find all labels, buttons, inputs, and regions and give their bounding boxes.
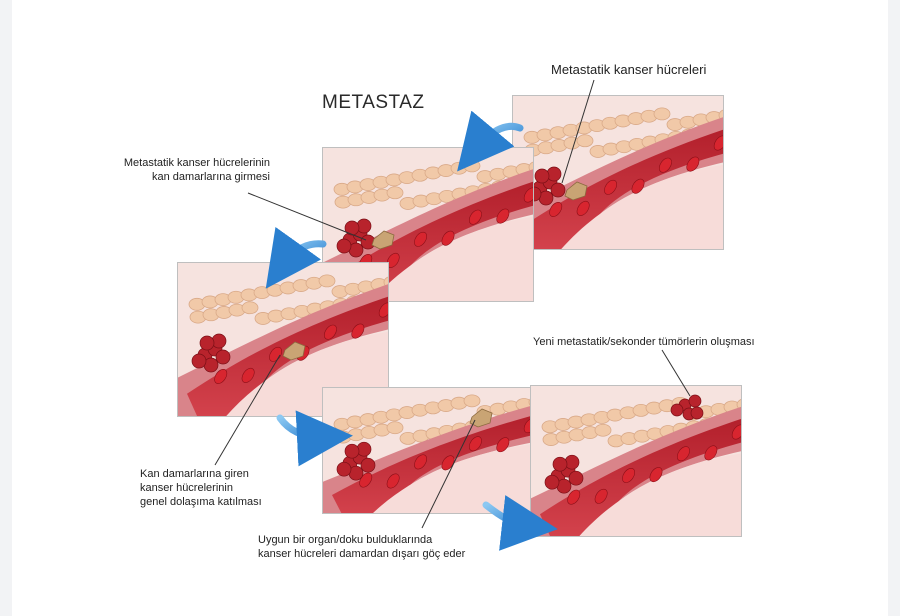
panel-5-new-tumor — [520, 385, 767, 547]
label-vessel-entry: Metastatik kanser hücrelerinin kan damar… — [120, 156, 270, 184]
diagram-title: METASTAZ — [322, 92, 425, 114]
arrow-3 — [280, 418, 325, 437]
label-circulation: Kan damarlarına giren kanser hücrelerini… — [140, 467, 262, 509]
label-extravasation: Uygun bir organ/doku bulduklarında kanse… — [258, 533, 465, 561]
panel-4-extravasation — [312, 387, 559, 524]
label-metastatic-cells: Metastatik kanser hücreleri — [551, 63, 706, 77]
panel-1-primary-tumor — [502, 95, 749, 260]
label-new-tumor: Yeni metastatik/sekonder tümörlerin oluş… — [533, 335, 755, 349]
